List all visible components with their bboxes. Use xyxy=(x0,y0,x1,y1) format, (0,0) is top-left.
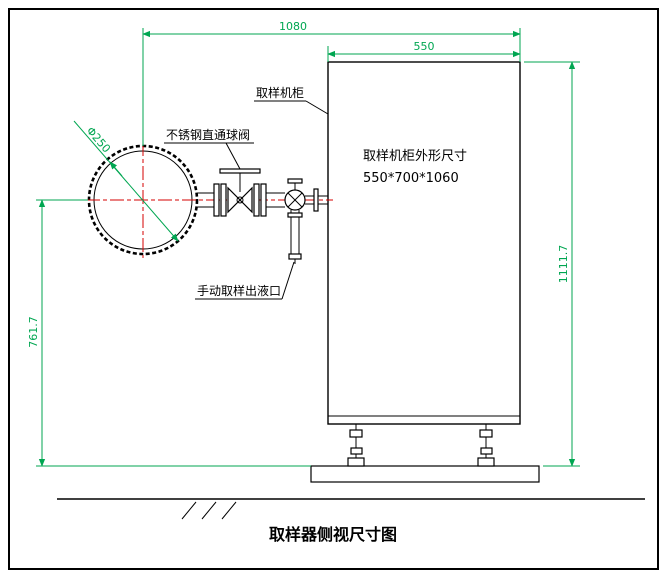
cabinet-label: 取样机柜 xyxy=(256,85,304,100)
cabinet-spec-title: 取样机柜外形尺寸 xyxy=(363,149,467,164)
ball-valve-label: 不锈钢直通球阀 xyxy=(166,128,250,142)
ground-line xyxy=(57,498,645,520)
cabinet-feet xyxy=(347,424,495,467)
drawing-title: 取样器侧视尺寸图 xyxy=(269,525,397,544)
dim-550-label: 550 xyxy=(414,40,435,53)
manual-outlet-label: 手动取样出液口 xyxy=(197,283,281,298)
sheet-border xyxy=(8,8,659,570)
sampling-cabinet: 取样机柜外形尺寸 550*700*1060 xyxy=(327,61,521,425)
valve-assembly xyxy=(197,168,328,264)
callout-manual-outlet: 手动取样出液口 xyxy=(195,261,295,300)
dimension-overall-height: 1111.7 xyxy=(524,61,580,467)
callout-ball-valve: 不锈钢直通球阀 xyxy=(164,128,254,170)
dim-1111-label: 1111.7 xyxy=(557,245,570,284)
valve-handle xyxy=(219,168,261,174)
dimension-pipe-center-height: 761.7 xyxy=(27,199,311,467)
manual-outlet-pipe xyxy=(287,210,303,264)
dimension-pipe-diameter: Φ250 xyxy=(73,120,179,242)
dim-761-label: 761.7 xyxy=(27,316,40,348)
dim-1080-label: 1080 xyxy=(279,20,307,33)
cabinet-spec-value: 550*700*1060 xyxy=(363,171,459,186)
dim-phi250-label: Φ250 xyxy=(84,124,113,155)
base-plate xyxy=(310,465,540,483)
dimension-overall-width: 1080 xyxy=(142,20,521,146)
dimension-cabinet-width: 550 xyxy=(327,40,521,62)
ball-valve-body xyxy=(227,186,241,214)
callout-cabinet: 取样机柜 xyxy=(254,85,329,115)
